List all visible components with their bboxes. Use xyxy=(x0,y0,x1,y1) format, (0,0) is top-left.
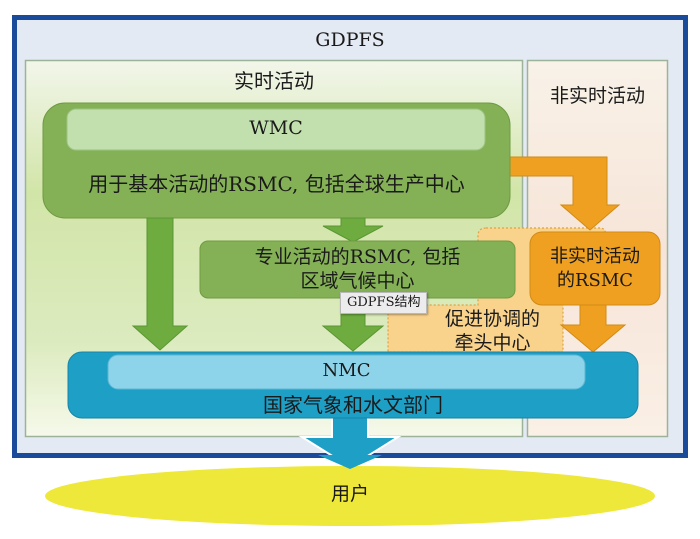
nmhs-label: 国家气象和水文部门 xyxy=(263,393,443,417)
rsmc-nrt-line1: 非实时活动 xyxy=(550,246,640,267)
tooltip: GDPFS结构 xyxy=(340,292,428,314)
nmc-bar xyxy=(107,354,586,390)
rsmc-specialised-line2: 区域气候中心 xyxy=(300,270,415,292)
rsmc-nrt-label: 非实时活动 的RSMC xyxy=(530,245,660,293)
green-arrow-left xyxy=(131,217,189,351)
blue-arrow-to-users xyxy=(298,414,402,469)
users-label: 用户 xyxy=(330,483,369,505)
coordination-label: 促进协调的 牵头中心 xyxy=(395,307,590,355)
rsmc-basic-label: 用于基本活动的RSMC, 包括全球生产中心 xyxy=(88,172,465,196)
coordination-line1: 促进协调的 xyxy=(444,308,540,330)
rsmc-specialised-line1: 专业活动的RSMC, 包括 xyxy=(254,246,461,268)
realtime-section-title: 实时活动 xyxy=(234,69,314,93)
green-arrow-mid-upper xyxy=(322,217,384,243)
gdpfs-title: GDPFS xyxy=(315,29,385,51)
coordination-line2: 牵头中心 xyxy=(454,332,531,354)
rsmc-nrt-line2: 的RSMC xyxy=(556,270,634,291)
wmc-bar xyxy=(66,108,486,151)
non-realtime-section-title: 非实时活动 xyxy=(549,85,645,107)
blue-arrow-tip xyxy=(318,455,382,469)
users-ellipse xyxy=(45,466,655,526)
orange-arrow-to-nrt-rsmc xyxy=(504,156,621,231)
rsmc-specialised-label: 专业活动的RSMC, 包括 区域气候中心 xyxy=(200,245,515,293)
nmc-label: NMC xyxy=(322,360,371,381)
wmc-label: WMC xyxy=(249,117,303,139)
orange-arrow-to-nmc xyxy=(559,304,627,353)
